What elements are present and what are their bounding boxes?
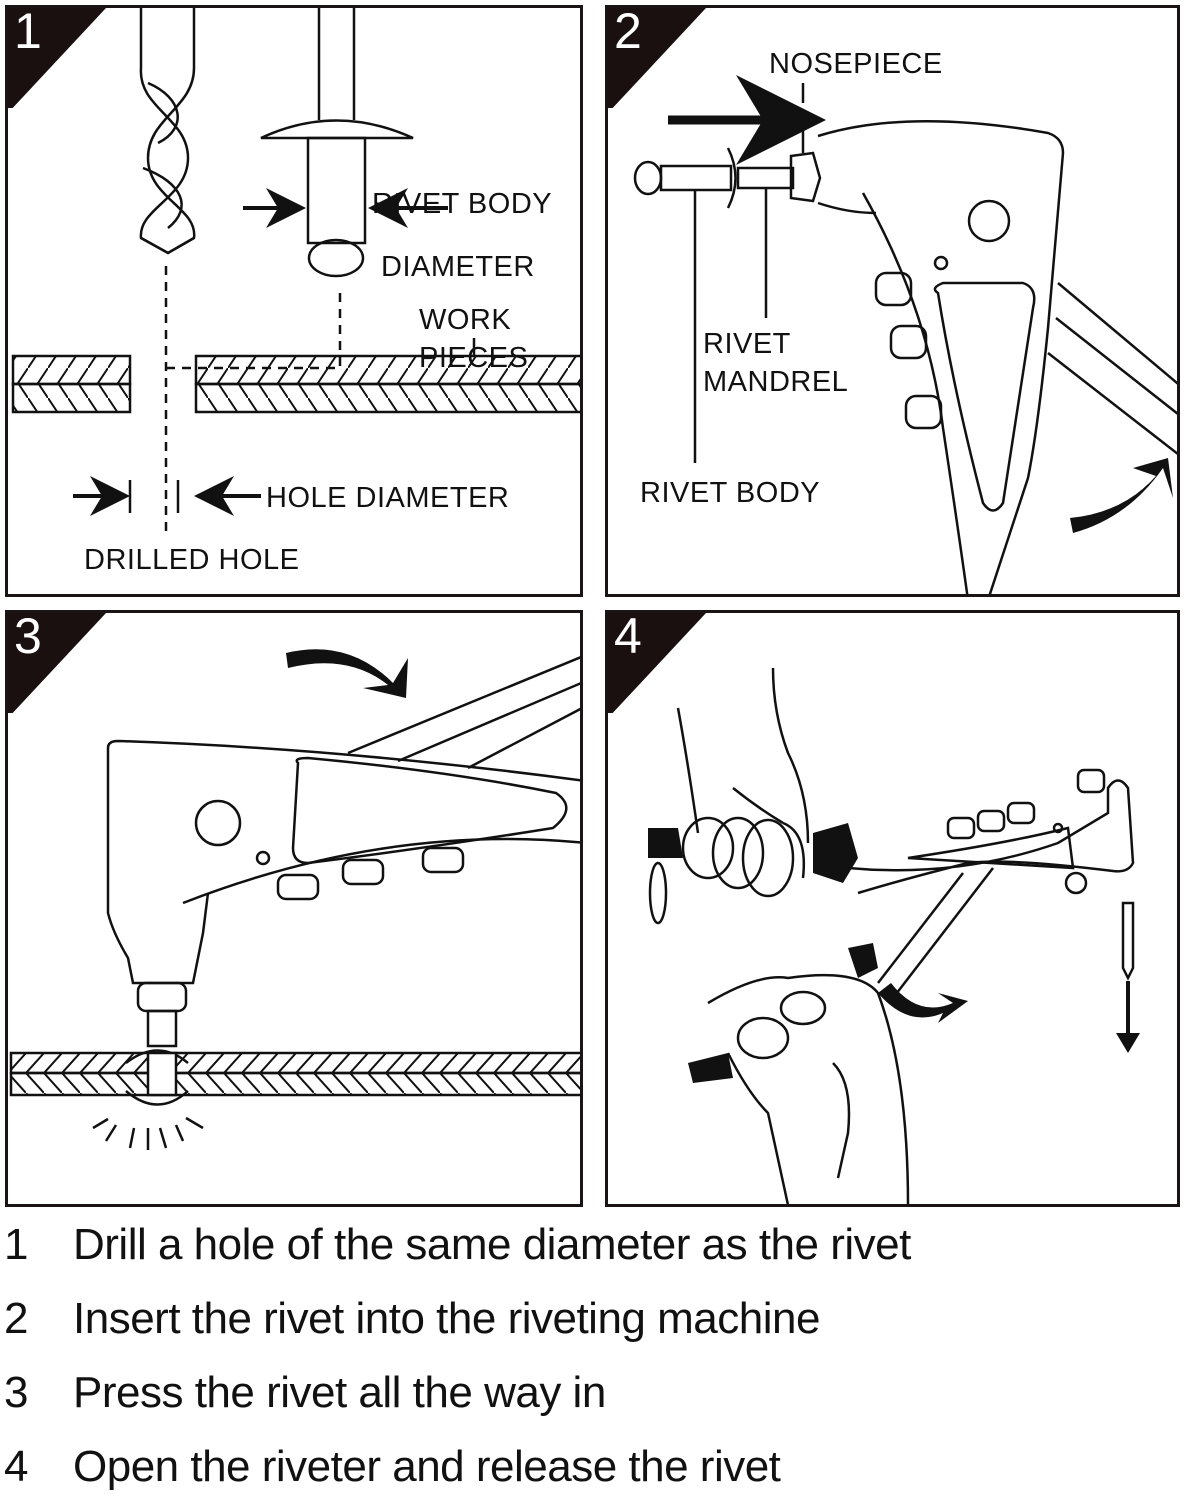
label-nosepiece: NOSEPIECE xyxy=(769,48,943,80)
work-pieces xyxy=(11,338,580,414)
hole-diameter-arrows xyxy=(73,476,261,516)
impact-lines-icon xyxy=(92,1116,204,1150)
step-2-panel: 2 NOSEPIECE RIVET MANDREL RIVET BODY xyxy=(605,5,1180,597)
step-1-panel: 1 RIVET BODY DIAMETER WORK PIECES HOLE D… xyxy=(5,5,583,597)
open-arrow-icon xyxy=(878,983,968,1023)
insert-rivet-illustration xyxy=(633,75,1177,594)
upper-hand xyxy=(676,707,700,834)
work-pieces xyxy=(9,1051,580,1097)
press-arrow-icon xyxy=(286,649,408,698)
release-rivet-illustration xyxy=(648,667,1140,1204)
rotate-arrow-icon xyxy=(1070,458,1173,533)
step-number-badge: 4 xyxy=(608,613,708,713)
step-number-badge: 2 xyxy=(608,8,708,108)
label-drilled-hole: DRILLED HOLE xyxy=(84,544,300,576)
mandrel-icon xyxy=(1121,901,1135,981)
nosepiece-icon xyxy=(789,151,822,203)
label-pieces: PIECES xyxy=(419,342,529,374)
alignment-guides xyxy=(164,266,342,538)
handle-grip-lower xyxy=(848,943,878,978)
label-rivet: RIVET xyxy=(703,328,791,360)
rivet-mandrel-head xyxy=(633,160,663,196)
riveter-body xyxy=(817,120,1065,594)
press-rivet-illustration xyxy=(9,649,580,1150)
step-number-badge: 1 xyxy=(8,8,108,108)
riveter-body xyxy=(847,779,1135,895)
handle-grip-upper xyxy=(648,828,683,858)
step-4-panel: 4 xyxy=(605,610,1180,1207)
label-rivet-body: RIVET BODY xyxy=(640,477,821,509)
drill-and-rivet-illustration xyxy=(11,8,580,538)
step-number-badge: 3 xyxy=(8,613,108,713)
label-diameter: DIAMETER xyxy=(381,251,535,283)
riveter-body xyxy=(106,739,580,782)
rivet-icon xyxy=(260,8,414,278)
label-rivet-body: RIVET BODY xyxy=(372,188,553,220)
label-work: WORK xyxy=(419,304,512,336)
label-hole-diameter: HOLE DIAMETER xyxy=(266,482,510,514)
step-3-panel: 3 xyxy=(5,610,583,1207)
lower-hand xyxy=(707,973,910,1204)
label-mandrel: MANDREL xyxy=(703,366,849,398)
down-arrow-icon xyxy=(1116,1033,1140,1053)
drill-bit-icon xyxy=(139,8,196,255)
